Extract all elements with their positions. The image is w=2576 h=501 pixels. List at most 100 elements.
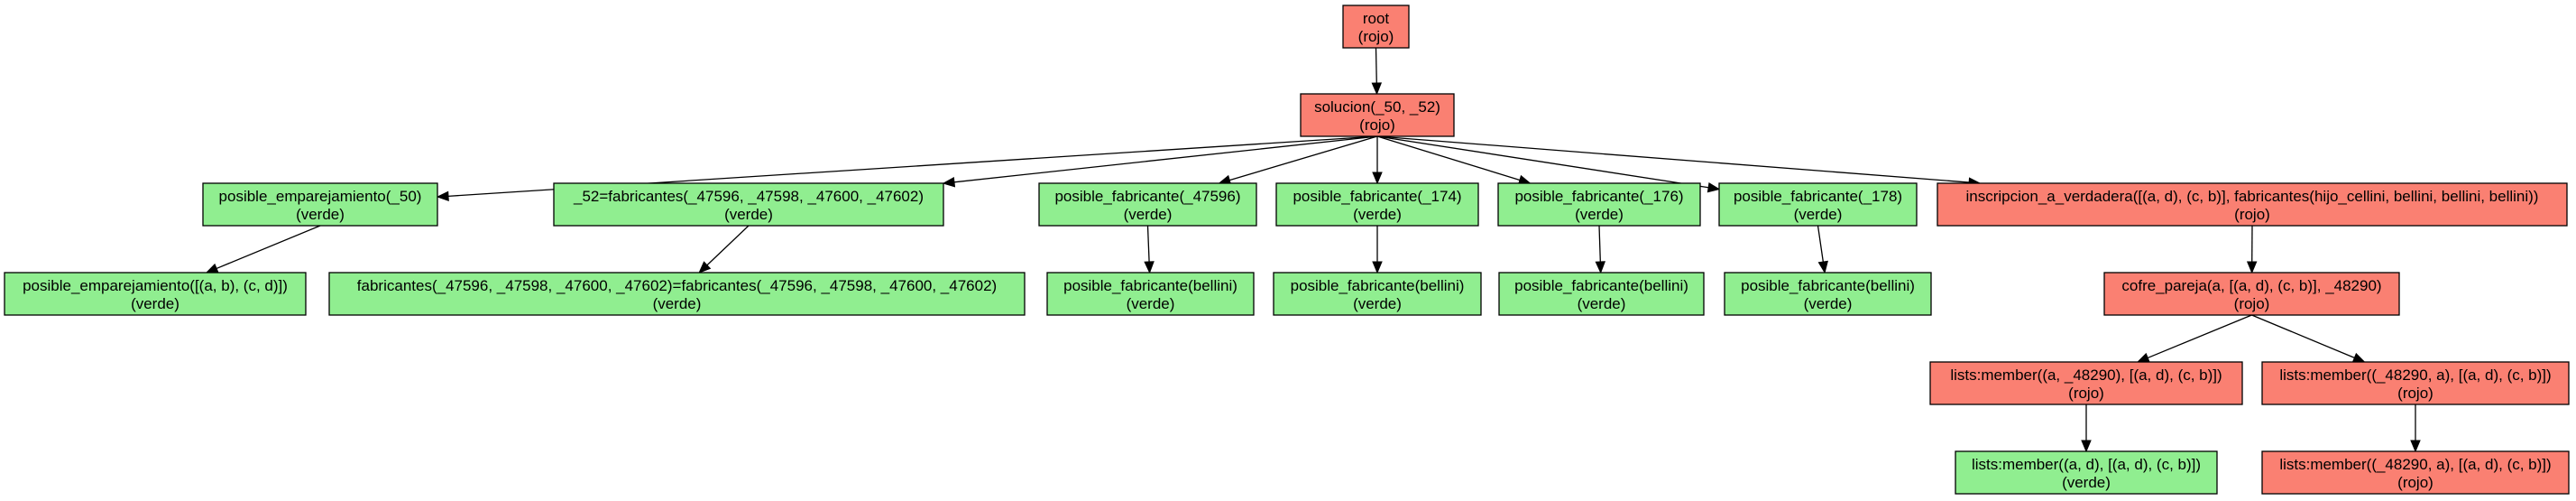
node-label: inscripcion_a_verdadera([(a, d), (c, b)]… <box>1966 188 2539 205</box>
node-status-label: (verde) <box>131 295 179 312</box>
node-box-verde <box>1046 272 1255 316</box>
arrowhead <box>1595 261 1606 274</box>
edge-line <box>706 225 750 266</box>
node-box-verde <box>1498 272 1705 316</box>
node-label: posible_fabricante(bellini) <box>1291 277 1465 294</box>
node-label: posible_fabricante(bellini) <box>1741 277 1915 294</box>
node-box-rojo <box>1937 182 2568 227</box>
node-box-verde <box>1955 450 2218 495</box>
node-box-rojo <box>2103 272 2400 316</box>
edge-line <box>953 135 1378 183</box>
tree-node: posible_fabricante(_178)(verde) <box>1718 182 1918 227</box>
edge-line <box>1376 135 1521 181</box>
edge-line <box>1817 225 1824 263</box>
tree-node: fabricantes(_47596, _47598, _47600, _476… <box>328 272 1026 316</box>
arrowhead <box>1707 181 1721 193</box>
node-label: posible_fabricante(_47596) <box>1054 188 1240 205</box>
edge-line <box>1376 135 1970 183</box>
edges-layer <box>205 47 2421 453</box>
node-status-label: (rojo) <box>2234 295 2270 312</box>
arrowhead <box>2136 352 2150 363</box>
node-box-verde <box>1038 182 1257 227</box>
tree-node: posible_fabricante(bellini)(verde) <box>1498 272 1705 316</box>
node-box-rojo <box>1342 5 1410 49</box>
node-box-rojo <box>2261 450 2570 495</box>
tree-node: lists:member((_48290, a), [(a, d), (c, b… <box>2261 450 2570 495</box>
node-label: solucion(_50, _52) <box>1314 98 1440 116</box>
nodes-layer: root(rojo)solucion(_50, _52)(rojo)posibl… <box>4 5 2570 495</box>
node-label: _52=fabricantes(_47596, _47598, _47600, … <box>573 188 924 205</box>
node-label: lists:member((_48290, a), [(a, d), (c, b… <box>2279 456 2551 473</box>
tree-node: posible_fabricante(_176)(verde) <box>1497 182 1701 227</box>
node-status-label: (verde) <box>1353 206 1402 223</box>
arrowhead <box>1372 261 1383 274</box>
arrowhead <box>2410 440 2421 453</box>
tree-node: posible_emparejamiento([(a, b), (c, d)])… <box>4 272 307 316</box>
node-status-label: (rojo) <box>2234 206 2270 223</box>
tree-node: inscripcion_a_verdadera([(a, d), (c, b)]… <box>1937 182 2568 227</box>
node-box-verde <box>1275 182 1479 227</box>
edge-line <box>1598 225 1601 263</box>
tree-node: lists:member((a, _48290), [(a, d), (c, b… <box>1929 361 2243 405</box>
tree-node: posible_fabricante(_47596)(verde) <box>1038 182 1257 227</box>
arrowhead <box>1371 82 1383 96</box>
tree-node: _52=fabricantes(_47596, _47598, _47600, … <box>553 182 944 227</box>
node-status-label: (verde) <box>2062 474 2111 491</box>
arrowhead <box>2351 352 2366 363</box>
node-box-verde <box>1273 272 1482 316</box>
node-box-verde <box>1724 272 1932 316</box>
node-label: fabricantes(_47596, _47598, _47600, _476… <box>357 277 997 294</box>
tree-node: root(rojo) <box>1342 5 1410 49</box>
node-label: posible_fabricante(_176) <box>1514 188 1683 205</box>
node-box-rojo <box>2261 361 2570 405</box>
arrowhead <box>698 261 712 274</box>
node-label: lists:member((a, _48290), [(a, d), (c, b… <box>1950 366 2222 384</box>
edge-line <box>1375 47 1377 84</box>
tree-node: lists:member((_48290, a), [(a, d), (c, b… <box>2261 361 2570 405</box>
node-status-label: (verde) <box>653 295 702 312</box>
arrowhead <box>2246 261 2258 274</box>
tree-node: posible_fabricante(bellini)(verde) <box>1724 272 1932 316</box>
tree-node: posible_fabricante(_174)(verde) <box>1275 182 1479 227</box>
tree-node: posible_emparejamiento(_50)(verde) <box>202 182 438 227</box>
node-status-label: (verde) <box>1575 206 1624 223</box>
node-status-label: (rojo) <box>2397 385 2433 402</box>
arrowhead <box>1144 261 1155 274</box>
node-label: lists:member((a, d), [(a, d), (c, b)]) <box>1972 456 2201 473</box>
arrowhead <box>2081 440 2092 453</box>
node-status-label: (verde) <box>1353 295 1402 312</box>
node-box-rojo <box>1300 93 1455 137</box>
node-label: lists:member((_48290, a), [(a, d), (c, b… <box>2279 366 2551 384</box>
node-status-label: (rojo) <box>2397 474 2433 491</box>
node-label: posible_fabricante(_178) <box>1734 188 1902 205</box>
node-status-label: (verde) <box>1127 295 1175 312</box>
node-label: posible_fabricante(bellini) <box>1514 277 1688 294</box>
node-box-verde <box>1718 182 1918 227</box>
tree-node: solucion(_50, _52)(rojo) <box>1300 93 1455 137</box>
edge-line <box>1146 225 1150 263</box>
node-box-verde <box>553 182 944 227</box>
node-label: posible_emparejamiento([(a, b), (c, d)]) <box>23 277 288 294</box>
node-status-label: (verde) <box>1124 206 1173 223</box>
tree-node: lists:member((a, d), [(a, d), (c, b)])(v… <box>1955 450 2218 495</box>
node-status-label: (verde) <box>296 206 345 223</box>
node-label: root <box>1363 10 1390 27</box>
node-status-label: (rojo) <box>2068 385 2104 402</box>
arrowhead <box>1817 260 1828 274</box>
node-status-label: (rojo) <box>1359 116 1395 134</box>
node-status-label: (verde) <box>1578 295 1626 312</box>
node-status-label: (verde) <box>724 206 773 223</box>
node-box-rojo <box>1929 361 2243 405</box>
node-label: cofre_pareja(a, [(a, d), (c, b)], _48290… <box>2121 277 2381 294</box>
arrowhead <box>205 263 219 274</box>
node-box-verde <box>202 182 438 227</box>
node-box-verde <box>4 272 307 316</box>
tree-node: cofre_pareja(a, [(a, d), (c, b)], _48290… <box>2103 272 2400 316</box>
edge-line <box>1376 135 1709 189</box>
node-label: posible_fabricante(bellini) <box>1063 277 1237 294</box>
edge-line <box>2147 314 2252 359</box>
node-label: posible_fabricante(_174) <box>1293 188 1461 205</box>
node-status-label: (rojo) <box>1358 28 1394 45</box>
edge-line <box>1229 135 1378 181</box>
